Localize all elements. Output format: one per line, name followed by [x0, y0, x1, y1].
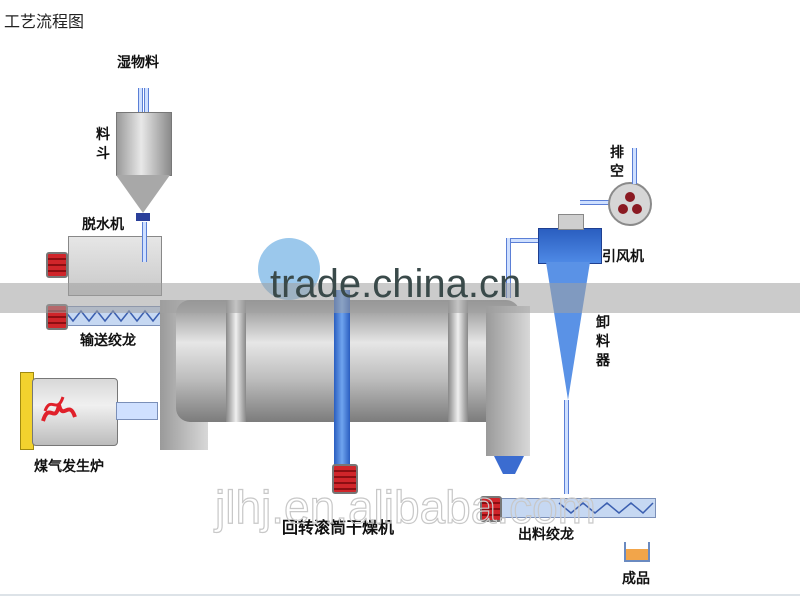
watermark-band	[0, 283, 800, 313]
label-rotary-dryer: 回转滚筒干燥机	[282, 518, 395, 537]
inlet-pipe	[138, 88, 143, 114]
dryer-ring-1	[226, 300, 246, 422]
fan-blades-icon	[618, 192, 642, 214]
fan-duct	[580, 200, 610, 205]
label-product: 成品	[622, 571, 650, 587]
duct-horizontal	[506, 238, 540, 243]
hopper-body	[116, 112, 172, 176]
dryer-outlet-head	[486, 306, 530, 456]
watermark-alibaba: jlhj.en.alibaba.com	[214, 480, 597, 533]
dryer-ring-2	[448, 300, 468, 422]
cyclone-head	[538, 228, 602, 264]
discharge-screw-body	[498, 498, 656, 518]
product-bin	[624, 542, 650, 562]
watermark-trade: trade.china.cn	[270, 262, 522, 306]
cyclone-outlet	[558, 214, 584, 230]
dewatering-motor	[46, 252, 68, 278]
gas-generator-body	[32, 378, 118, 446]
gas-pipe	[116, 402, 158, 420]
hopper-valve	[136, 213, 150, 221]
label-wet-material: 湿物料	[117, 55, 159, 71]
label-conveyor-screw: 输送绞龙	[80, 333, 136, 349]
label-hopper: 料斗	[96, 127, 110, 162]
label-gas-generator: 煤气发生炉	[34, 459, 104, 475]
cyclone-drop-pipe	[564, 400, 569, 494]
outlet-hopper	[494, 456, 524, 474]
dryer-drive-shaft	[334, 290, 350, 466]
induced-fan-body	[608, 182, 652, 226]
label-dewatering-machine: 脱水机	[82, 217, 124, 233]
label-discharge-screw: 出料绞龙	[518, 527, 574, 543]
bottom-divider	[0, 594, 800, 596]
hopper-cone	[116, 175, 170, 213]
label-induced-fan: 引风机	[602, 249, 644, 265]
inlet-pipe-2	[144, 88, 149, 114]
dryer-motor	[332, 464, 358, 494]
duct-vertical	[506, 238, 511, 298]
label-exhaust: 排空	[610, 145, 624, 180]
dewatering-pipe	[142, 222, 147, 262]
diagram-title: 工艺流程图	[4, 12, 85, 31]
label-discharger: 卸料器	[596, 315, 610, 369]
flame-icon	[41, 396, 77, 422]
exhaust-pipe	[632, 148, 637, 184]
discharge-motor	[480, 496, 502, 522]
